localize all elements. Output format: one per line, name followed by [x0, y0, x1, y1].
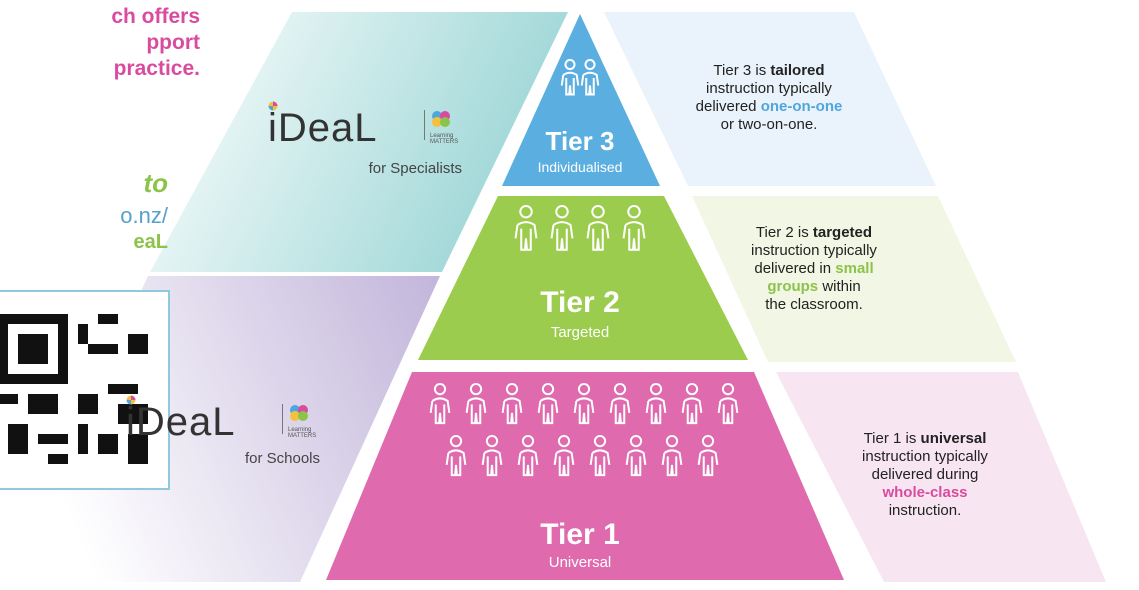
desc-highlight: groups: [767, 278, 819, 295]
ideal-schools-logo: iDeaL: [126, 395, 236, 444]
logo-dot-icon: [126, 392, 136, 405]
tier2-subtitle: Targeted: [550, 324, 610, 341]
person-icon: [550, 205, 574, 251]
tier2-title: Tier 2: [540, 286, 620, 319]
person-icon: [517, 435, 539, 477]
website-url[interactable]: o.nz/: [120, 203, 168, 228]
left-title-line: ch offers: [111, 5, 200, 28]
desc-text: Tier 1 is: [863, 430, 921, 447]
tier1-trapezoid: [326, 372, 844, 580]
brain-icon: [290, 405, 308, 421]
desc-text: delivered in: [754, 260, 836, 277]
logo-learning: Learning: [288, 427, 312, 433]
schools-caption: for Schools: [244, 450, 320, 467]
person-icon: [589, 435, 611, 477]
learning-matters-logo: Learning MATTERS: [430, 110, 464, 145]
person-icon: [573, 383, 595, 425]
tier1-subtitle: Universal: [548, 554, 612, 571]
desc-keyword: targeted: [812, 224, 873, 241]
tier2-description: Tier 2 is targeted instruction typically…: [714, 224, 914, 314]
tier1-description: Tier 1 is universal instruction typicall…: [820, 430, 1030, 520]
person-icon: [481, 435, 503, 477]
people-icons-tier3: [560, 59, 600, 96]
person-icon: [465, 383, 487, 425]
desc-highlight: one-on-one: [760, 98, 843, 115]
logo-matters: MATTERS: [430, 139, 459, 145]
logo-wordmark: iDeaL: [268, 106, 378, 150]
left-title-line: practice.: [113, 57, 200, 80]
person-icon: [645, 383, 667, 425]
people-icons-tier1: [429, 383, 739, 477]
desc-text: the classroom.: [765, 296, 863, 313]
logo-wordmark: iDeaL: [126, 400, 236, 444]
desc-text: instruction.: [888, 502, 962, 519]
desc-highlight: small: [835, 260, 874, 277]
person-icon: [697, 435, 719, 477]
logo-dot-icon: [268, 98, 278, 111]
website-url-ideal[interactable]: eaL: [133, 231, 168, 253]
tier2-trapezoid: [418, 196, 748, 360]
desc-text: delivered during: [871, 466, 979, 483]
person-icon: [717, 383, 739, 425]
desc-text: or two-on-one.: [720, 116, 818, 133]
logo-divider: [282, 404, 283, 434]
person-icon: [661, 435, 683, 477]
tier3-subtitle: Individualised: [537, 159, 623, 175]
desc-text: Tier 3 is: [713, 62, 771, 79]
tier1-title: Tier 1: [540, 518, 620, 551]
qr-code-frame[interactable]: [0, 290, 170, 490]
tier1-panel: [776, 372, 1106, 582]
qr-code-icon: [0, 314, 148, 464]
desc-text: instruction typically: [751, 242, 877, 259]
learning-matters-logo: Learning MATTERS: [288, 404, 322, 439]
desc-text: within: [818, 278, 861, 295]
person-icon: [537, 383, 559, 425]
desc-text: Tier 2 is: [755, 224, 813, 241]
logo-learning: Learning: [430, 133, 454, 139]
visit-hint: to: [143, 168, 168, 198]
tier2-panel: [692, 196, 1016, 362]
left-title-line: pport: [146, 31, 200, 54]
desc-keyword: tailored: [770, 62, 825, 79]
tier3-triangle: [502, 14, 660, 186]
tier3-description: Tier 3 is tailored instruction typically…: [624, 62, 914, 134]
logo-divider: [424, 110, 425, 140]
tier3-panel: [604, 12, 936, 186]
person-icon: [553, 435, 575, 477]
person-icon: [622, 205, 646, 251]
desc-text: instruction typically: [706, 80, 832, 97]
specialists-caption: for Specialists: [368, 160, 462, 177]
desc-keyword: universal: [920, 430, 987, 447]
person-icon: [560, 59, 580, 96]
left-title: ch offers pport practice.: [0, 4, 200, 82]
desc-text: delivered: [695, 98, 761, 115]
desc-text: instruction typically: [862, 448, 988, 465]
person-icon: [429, 383, 451, 425]
tier3-title: Tier 3: [545, 126, 615, 156]
logo-matters: MATTERS: [288, 433, 317, 439]
person-icon: [501, 383, 523, 425]
brain-icon: [432, 111, 450, 127]
desc-highlight: whole-class: [882, 484, 968, 501]
people-icons-tier2: [514, 205, 646, 251]
person-icon: [514, 205, 538, 251]
person-icon: [580, 59, 600, 96]
person-icon: [609, 383, 631, 425]
ideal-specialists-logo: iDeaL: [268, 101, 378, 150]
person-icon: [681, 383, 703, 425]
person-icon: [586, 205, 610, 251]
person-icon: [625, 435, 647, 477]
specialists-band: [150, 12, 568, 272]
person-icon: [445, 435, 467, 477]
